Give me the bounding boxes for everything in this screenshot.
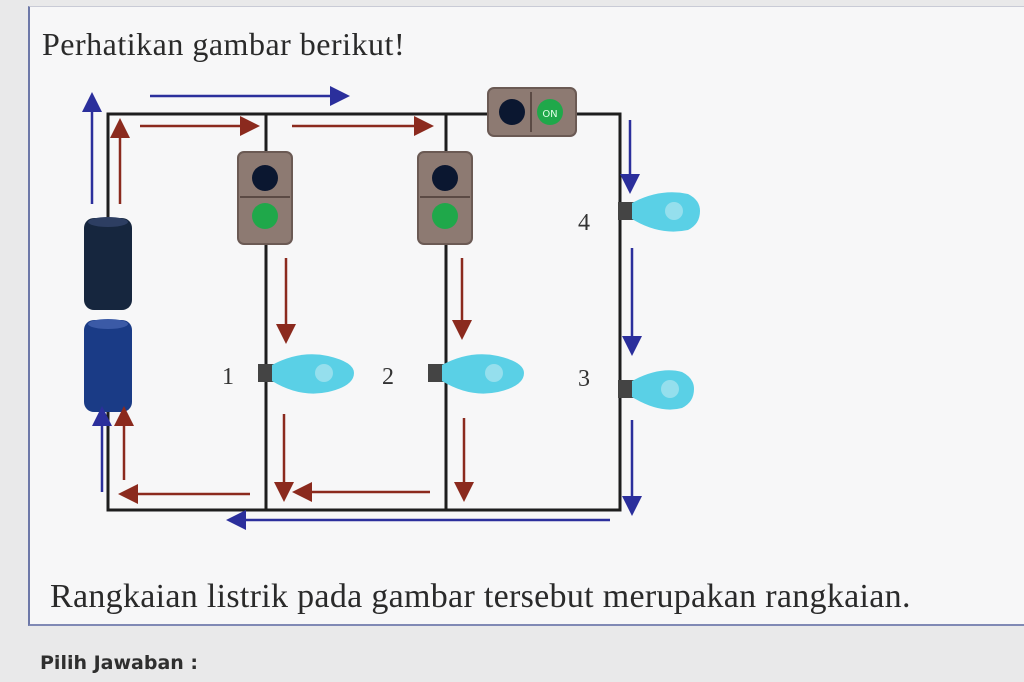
circuit-wires <box>106 112 622 512</box>
circuit-diagram: ON 1 2 4 3 <box>82 86 700 530</box>
answer-label: Pilih Jawaban : <box>40 652 199 674</box>
branch-switch-icon <box>237 151 293 245</box>
bulb-icon <box>428 354 524 394</box>
question-text: Rangkaian listrik pada gambar tersebut m… <box>50 578 911 615</box>
battery-icon <box>84 217 132 412</box>
bulb-label-4: 4 <box>578 210 590 236</box>
switch-on-label: ON <box>542 109 557 120</box>
bulb-label-3: 3 <box>578 366 590 392</box>
bulb-icon <box>618 192 700 232</box>
bulb-icon <box>258 354 354 394</box>
main-switch-icon: ON <box>487 87 577 137</box>
branch-switch-icon <box>417 151 473 245</box>
question-title: Perhatikan gambar berikut! <box>42 26 406 62</box>
bulb-icon <box>618 370 694 410</box>
current-arrows <box>82 86 642 530</box>
bulb-label-1: 1 <box>222 364 234 390</box>
bulb-label-2: 2 <box>382 364 394 390</box>
